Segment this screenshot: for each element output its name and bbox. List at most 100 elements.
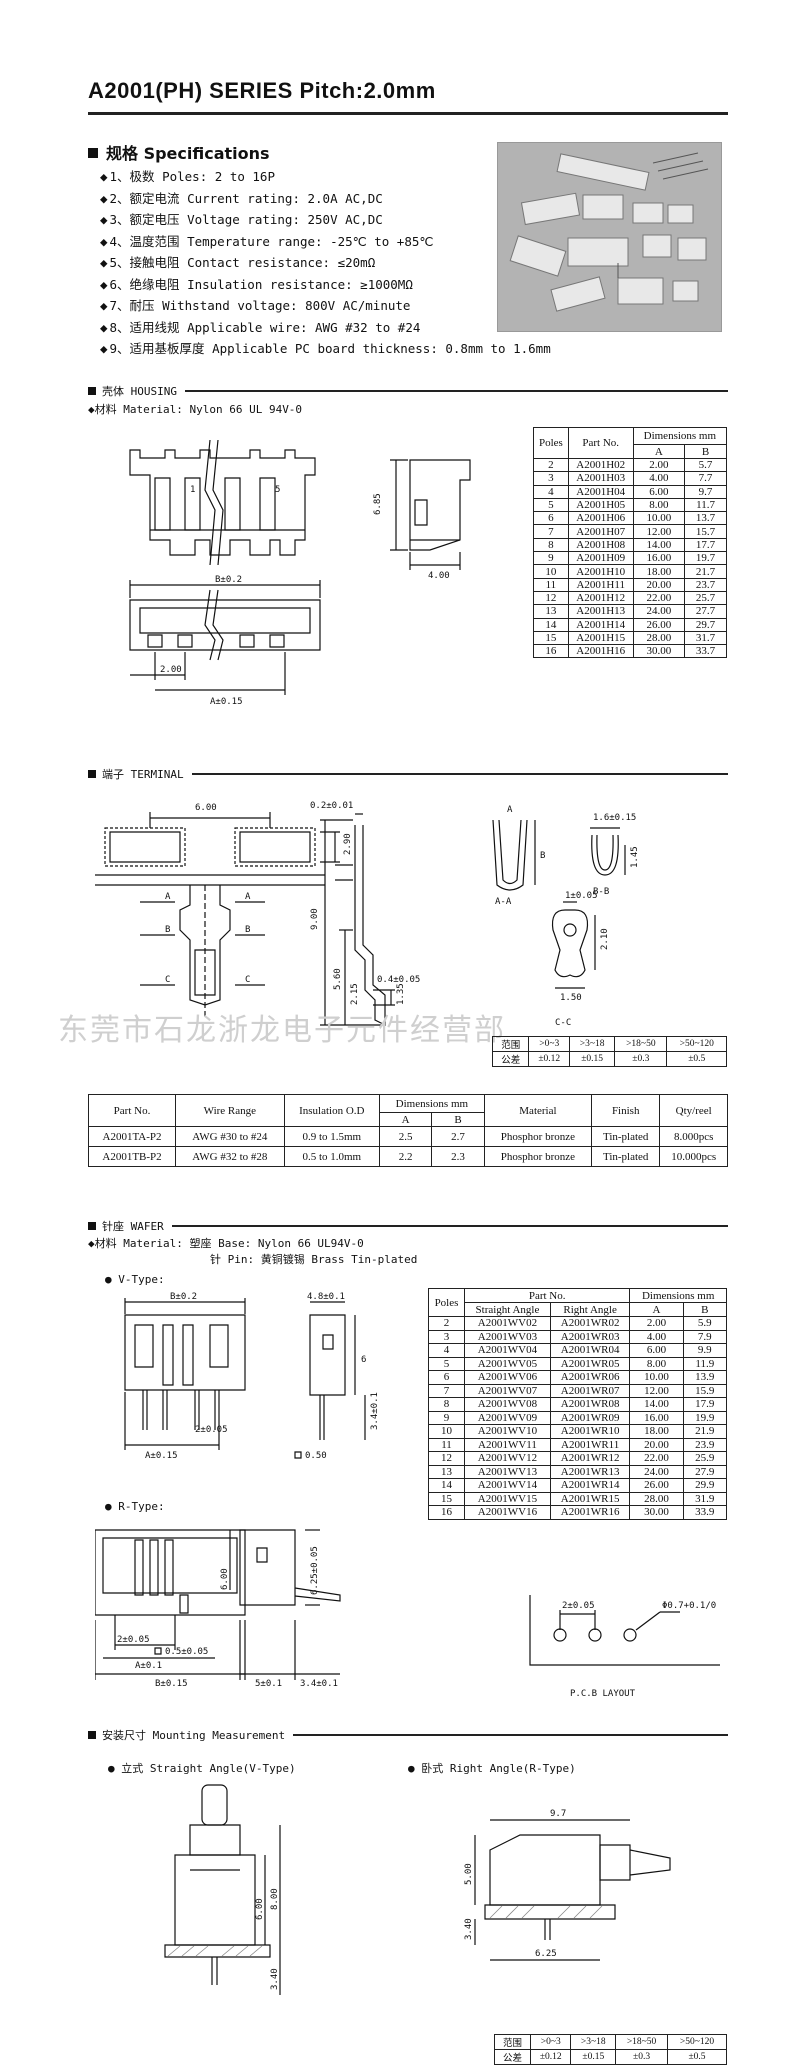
table-cell: 7.9 (682, 1329, 728, 1344)
col-part-no: Part No. (87, 1094, 177, 1127)
tol-cell: >50~120 (666, 1036, 727, 1052)
table-cell: 14.00 (632, 537, 686, 553)
table-cell: A2001WR09 (549, 1410, 631, 1425)
table-cell: 11 (428, 1437, 465, 1452)
table-cell: 10.00 (629, 1370, 684, 1385)
terminal-04-dim: 0.4±0.05 (377, 975, 420, 985)
terminal-length-dim: 9.00 (310, 908, 320, 930)
square-bullet-icon (88, 148, 98, 158)
tol-cell: >3~18 (569, 1036, 616, 1052)
label-c: C (165, 975, 170, 985)
table-cell: 6 (428, 1370, 465, 1385)
table-cell: 9 (428, 1410, 465, 1425)
pcb-layout-drawing: 2±0.05 Φ0.7+0.1/0 P.C.B LAYOUT (520, 1590, 730, 1699)
table-cell: 6.00 (632, 484, 686, 499)
section-rule (184, 390, 728, 392)
square-bullet-icon (88, 387, 96, 395)
table-cell: A2001H15 (567, 630, 634, 646)
table-cell: 22.00 (629, 1451, 684, 1466)
table-cell: 14.00 (629, 1397, 684, 1412)
col-insulation: Insulation O.D (283, 1094, 380, 1127)
tol-cell: ±0.3 (614, 1051, 668, 1067)
pcb-layout-label: P.C.B LAYOUT (570, 1689, 636, 1699)
table-cell: 13 (533, 604, 569, 619)
housing-heading: 壳体 HOUSING (88, 383, 728, 399)
table-cell: 17.9 (682, 1397, 728, 1412)
table-cell: A2001WV02 (463, 1316, 551, 1331)
table-cell: A2001H02 (567, 457, 634, 473)
wafer-v-a-dim: A±0.15 (145, 1451, 178, 1461)
table-cell: 10.000pcs (659, 1146, 728, 1167)
tol-cell: >18~50 (615, 2034, 668, 2050)
connector-photo-illustration (498, 143, 723, 333)
mounting-heading: 安装尺寸 Mounting Measurement (88, 1727, 728, 1743)
table-cell: 25.7 (684, 590, 727, 606)
table-cell: A2001H03 (567, 471, 634, 486)
col-finish: Finish (591, 1094, 661, 1127)
table-cell: A2001H11 (567, 577, 634, 592)
terminal-215-dim: 2.15 (350, 983, 360, 1005)
tol-cell: 范围 (491, 1036, 530, 1052)
table-cell: 31.7 (684, 630, 727, 646)
table-cell: 8.000pcs (659, 1126, 728, 1147)
mounting-drawing: 6.00 8.00 3.40 9.7 5.00 3.40 6.25 (150, 1780, 730, 2020)
table-cell: 16.00 (632, 551, 686, 566)
section-cc-label: C-C (555, 1018, 571, 1028)
table-cell: 28.00 (632, 630, 686, 646)
table-cell: A2001WR12 (549, 1451, 631, 1466)
terminal-bb-height-dim: 1.45 (630, 846, 640, 868)
table-cell: 5 (428, 1356, 465, 1371)
wafer-r-pin-dim: 3.4±0.1 (300, 1679, 338, 1689)
table-cell: 17.7 (684, 537, 727, 553)
table-cell: 10.00 (632, 511, 686, 526)
table-cell: 24.00 (629, 1464, 684, 1479)
col-straight-angle: Straight Angle (463, 1302, 551, 1317)
mounting-right-label: 卧式 Right Angle(R-Type) (408, 1760, 575, 1776)
table-cell: 15 (428, 1491, 465, 1506)
wafer-v-b-dim: B±0.2 (170, 1292, 197, 1302)
label-a: A (165, 892, 171, 902)
mount-r-500-dim: 5.00 (464, 1863, 474, 1885)
table-cell: 9.9 (682, 1343, 728, 1358)
table-cell: A2001WV05 (463, 1356, 551, 1371)
spec-item: 7、耐压 Withstand voltage: 800V AC/minute (100, 295, 551, 317)
wafer-r-depth-dim: 5±0.1 (255, 1679, 282, 1689)
table-cell: 15.9 (682, 1383, 728, 1398)
table-cell: 13.9 (682, 1370, 728, 1385)
pcb-hole-dim: Φ0.7+0.1/0 (662, 1601, 716, 1611)
label-a: A (245, 892, 251, 902)
table-cell: A2001WR04 (549, 1343, 631, 1358)
wafer-r-height-dim: 6.00 (220, 1568, 230, 1590)
table-cell: 18.00 (632, 564, 686, 579)
table-cell: Tin-plated (591, 1146, 661, 1167)
table-cell: A2001H09 (567, 551, 634, 566)
table-cell: A2001WR08 (549, 1397, 631, 1412)
table-cell: 6.00 (629, 1343, 684, 1358)
v-type-label: V-Type: (105, 1273, 164, 1286)
square-bullet-icon (88, 1731, 96, 1739)
square-bullet-icon (88, 1222, 96, 1230)
spec-item: 8、适用线规 Applicable wire: AWG #32 to #24 (100, 317, 551, 339)
table-cell: A2001H04 (567, 484, 634, 499)
pin-number-1: 1 (190, 485, 195, 495)
table-cell: 8 (428, 1397, 465, 1412)
table-cell: 12 (428, 1451, 465, 1466)
table-cell: 2.3 (431, 1146, 485, 1167)
section-rule (171, 1225, 728, 1227)
terminal-bb-width-dim: 1.6±0.15 (593, 813, 636, 823)
